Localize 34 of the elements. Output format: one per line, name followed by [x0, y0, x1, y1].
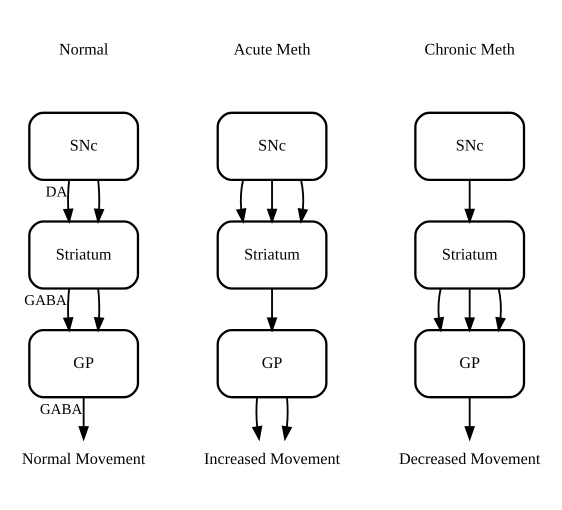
arrow	[78, 398, 89, 442]
node-box: SNc	[414, 112, 526, 182]
arrow	[433, 288, 444, 333]
node-box: Striatum	[216, 220, 328, 290]
node-box: SNc	[216, 112, 328, 182]
node-box: GP	[216, 328, 328, 398]
edge-label: GABA	[24, 293, 67, 310]
node-text: Decreased Movement	[398, 450, 540, 468]
arrow	[464, 180, 476, 224]
label: Normal	[58, 42, 108, 59]
arrow	[62, 288, 74, 333]
arrow	[266, 180, 278, 224]
node-text: Normal Movement	[22, 450, 146, 468]
arrow	[464, 398, 476, 442]
node-text: Increased Movement	[204, 450, 340, 468]
arrow	[464, 288, 476, 333]
label: Acute Meth	[234, 42, 310, 59]
arrow	[94, 288, 104, 333]
label: Chronic Meth	[424, 42, 515, 59]
edge-label: DA	[46, 184, 68, 200]
edge-label: GABA	[40, 402, 82, 418]
arrow	[282, 397, 292, 442]
arrow	[298, 180, 308, 224]
node-box: SNc	[28, 112, 140, 182]
arrow	[266, 288, 278, 333]
arrow	[495, 288, 506, 333]
arrow	[62, 180, 74, 224]
node-box: Striatum	[414, 220, 526, 290]
node-box: Striatum	[28, 220, 140, 290]
node-box: GP	[414, 328, 526, 398]
arrow	[252, 397, 262, 442]
arrow	[94, 180, 104, 224]
arrow	[236, 180, 246, 224]
node-box: GP	[28, 328, 140, 398]
